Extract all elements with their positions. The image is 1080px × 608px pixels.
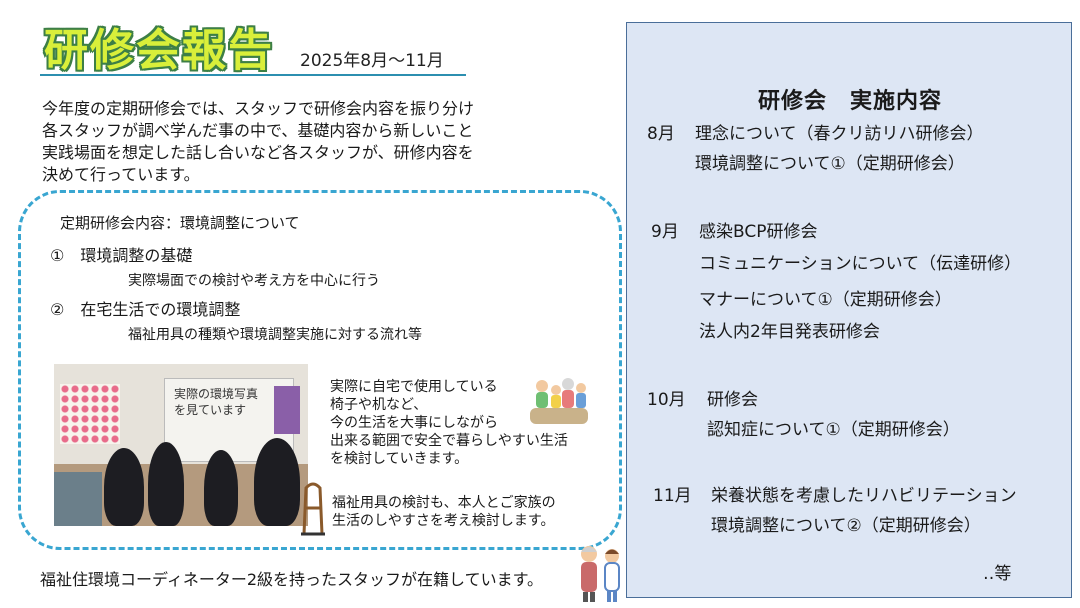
coordinator-note: 福祉住環境コーディネーター2級を持ったスタッフが在籍しています。 [40,570,543,589]
photo-caption: 実際の環境写真 を見ています [174,386,284,418]
walker-icon [301,482,325,536]
intro-line: 決めて行っています。 [42,165,200,184]
intro-line: 今年度の定期研修会では、スタッフで研修会内容を振り分け [42,99,475,118]
schedule-title: 研修会 実施内容 [757,89,942,114]
schedule-entry: 認知症について①（定期研修会） [707,420,960,440]
schedule-etc: ‥等 [983,564,1012,584]
month-label-sep: 9月 [651,222,679,242]
family-illustration [530,378,588,424]
training-item-basics: ① 環境調整の基礎 [50,246,193,265]
schedule-entry: コミュニケーションについて（伝達研修） [699,254,1022,274]
description-line: 生活のしやすさを考え検討します。 [332,513,555,529]
report-period: 2025年8月～11月 [300,51,444,71]
photo-person [254,438,300,526]
page-title: 研修会報告 [44,25,274,76]
description-line: 福祉用具の検討も、本人とご家族の [332,495,556,511]
intro-paragraph: 今年度の定期研修会では、スタッフで研修会内容を振り分け 各スタッフが調べ学んだ事… [42,98,542,186]
welfare-equipment-description: 福祉用具の検討も、本人とご家族の 生活のしやすさを考え検討します。 [332,494,622,530]
schedule-entry: 研修会 [707,390,758,410]
home-environment-description: 実際に自宅で使用している 椅子や机など、 今の生活を大事にしながら 出来る範囲で… [330,378,620,468]
description-line: 実際に自宅で使用している [330,379,498,395]
training-schedule-panel: 研修会 実施内容 8月 理念について（春クリ訪リハ研修会） 環境調整について①（… [626,22,1072,598]
intro-line: 各スタッフが調べ学んだ事の中で、基礎内容から新しいこと [42,121,474,140]
schedule-entry: 感染BCP研修会 [699,222,818,242]
regular-training-frame [18,190,622,550]
month-label-oct: 10月 [647,390,686,410]
schedule-entry: 環境調整について②（定期研修会） [711,516,981,536]
schedule-entry: 栄養状態を考慮したリハビリテーション [711,486,1017,506]
description-line: 今の生活を大事にしながら [330,415,498,431]
training-session-photo [54,364,308,526]
month-label-nov: 11月 [653,486,692,506]
elderly-couple-illustration [581,546,620,602]
training-item-home-life-desc: 福祉用具の種類や環境調整実施に対する流れ等 [128,327,422,343]
photo-chair [54,472,102,526]
photo-poster [274,386,300,434]
photo-caption-line: を見ています [174,403,247,417]
description-line: 出来る範囲で安全で暮らしやすい生活 [330,433,568,449]
schedule-entry: マナーについて①（定期研修会） [699,290,952,310]
training-item-home-life: ② 在宅生活での環境調整 [50,300,241,319]
title-underline [40,74,466,76]
schedule-entry: 理念について（春クリ訪リハ研修会） [695,124,984,144]
month-label-aug: 8月 [647,124,675,144]
photo-wall-art [60,384,120,444]
photo-person [104,448,144,526]
description-line: を検討していきます。 [330,451,469,467]
photo-person [148,442,184,526]
schedule-entry: 法人内2年目発表研修会 [699,322,880,342]
training-item-basics-desc: 実際場面での検討や考え方を中心に行う [128,273,380,289]
description-line: 椅子や机など、 [330,397,428,413]
regular-training-heading: 定期研修会内容：環境調整について [60,214,300,232]
photo-person [204,450,238,526]
schedule-entry: 環境調整について①（定期研修会） [695,154,965,174]
intro-line: 実践場面を想定した話し合いなど各スタッフが、研修内容を [42,143,474,162]
photo-caption-line: 実際の環境写真 [174,387,259,401]
